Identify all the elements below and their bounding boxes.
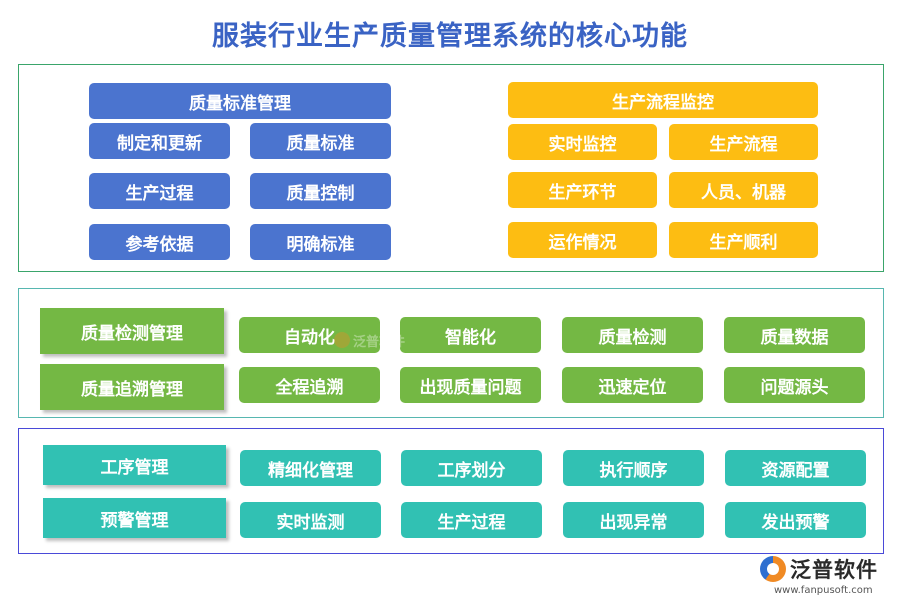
inspection-item: 智能化 xyxy=(400,317,541,353)
traceability-item: 全程追溯 xyxy=(239,367,380,403)
quality-standard-management-header: 质量标准管理 xyxy=(89,83,391,119)
monitoring-item: 生产流程 xyxy=(669,124,818,160)
brand-logo: 泛普软件 www.fanpusoft.com xyxy=(760,554,900,600)
monitoring-item: 实时监控 xyxy=(508,124,657,160)
brand-name: 泛普软件 xyxy=(790,558,878,582)
watermark: 泛普软件 xyxy=(334,328,424,352)
quality-inspection-management-label: 质量检测管理 xyxy=(40,308,224,354)
production-process-monitoring-header: 生产流程监控 xyxy=(508,82,818,118)
warning-item: 实时监测 xyxy=(240,502,381,538)
warning-item: 生产过程 xyxy=(401,502,542,538)
standard-item: 参考依据 xyxy=(89,224,230,260)
inspection-item: 质量检测 xyxy=(562,317,703,353)
brand-mark-icon xyxy=(760,556,786,582)
traceability-item: 迅速定位 xyxy=(562,367,703,403)
standard-item: 制定和更新 xyxy=(89,123,230,159)
warning-item: 出现异常 xyxy=(563,502,704,538)
brand-url: www.fanpusoft.com xyxy=(774,585,873,596)
standard-item: 质量控制 xyxy=(250,173,391,209)
inspection-item: 自动化 xyxy=(239,317,380,353)
quality-traceability-management-label: 质量追溯管理 xyxy=(40,364,224,410)
monitoring-item: 人员、机器 xyxy=(669,172,818,208)
traceability-item: 出现质量问题 xyxy=(400,367,541,403)
process-item: 执行顺序 xyxy=(563,450,704,486)
warning-item: 发出预警 xyxy=(725,502,866,538)
watermark-text: 泛普软件 xyxy=(353,334,406,350)
standard-item: 质量标准 xyxy=(250,123,391,159)
standard-item: 明确标准 xyxy=(250,224,391,260)
monitoring-item: 生产顺利 xyxy=(669,222,818,258)
process-management-label: 工序管理 xyxy=(43,445,226,485)
warning-management-label: 预警管理 xyxy=(43,498,226,538)
watermark-logo-icon xyxy=(334,332,350,348)
monitoring-item: 生产环节 xyxy=(508,172,657,208)
process-item: 精细化管理 xyxy=(240,450,381,486)
process-item: 资源配置 xyxy=(725,450,866,486)
standard-item: 生产过程 xyxy=(89,173,230,209)
process-item: 工序划分 xyxy=(401,450,542,486)
inspection-item: 质量数据 xyxy=(724,317,865,353)
page-title: 服装行业生产质量管理系统的核心功能 xyxy=(212,21,688,52)
monitoring-item: 运作情况 xyxy=(508,222,657,258)
traceability-item: 问题源头 xyxy=(724,367,865,403)
